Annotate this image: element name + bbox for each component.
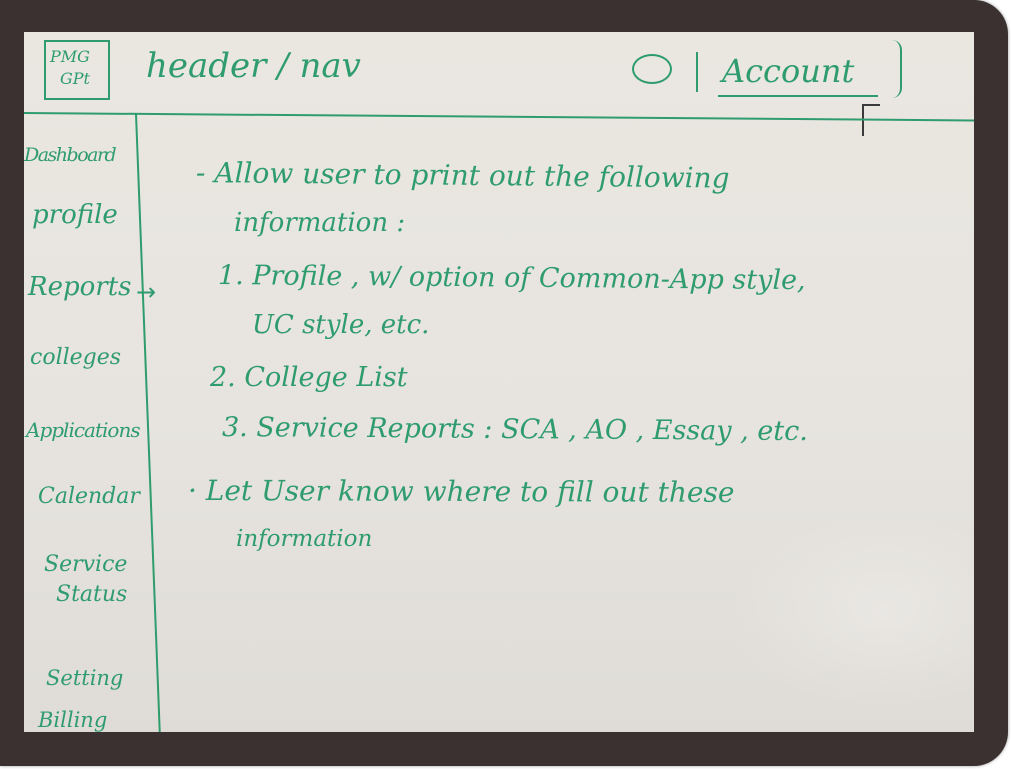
logo[interactable]: PMG GPt <box>44 40 110 100</box>
sidebar-item-colleges[interactable]: colleges <box>30 345 122 370</box>
sidebar-item-applications[interactable]: Applications <box>26 418 141 442</box>
header-separator <box>24 112 974 122</box>
account-bracket <box>890 40 902 98</box>
header-divider <box>696 52 698 92</box>
whiteboard: PMG GPt header / nav Account Dashboard p… <box>24 32 974 732</box>
circle-search-icon[interactable] <box>632 54 672 84</box>
note-line-8: information <box>236 526 373 552</box>
light-glare <box>724 512 974 712</box>
note-line-5: 2. College List <box>210 362 408 393</box>
note-line-7: · Let User know where to fill out these <box>187 474 735 509</box>
sidebar-item-profile[interactable]: profile <box>32 200 118 230</box>
account-underline <box>718 95 878 97</box>
active-arrow-icon: → <box>136 278 157 306</box>
logo-line-2: GPt <box>60 69 90 88</box>
note-line-3: 1. Profile , w/ option of Common-App sty… <box>217 260 806 297</box>
sidebar-item-status[interactable]: Status <box>56 582 128 607</box>
sidebar-item-billing[interactable]: Billing <box>38 708 108 732</box>
sidebar-item-dashboard[interactable]: Dashboard <box>24 144 117 166</box>
note-line-4: UC style, etc. <box>252 310 430 340</box>
note-line-2: information : <box>234 208 406 238</box>
sidebar-item-setting[interactable]: Setting <box>46 666 124 690</box>
logo-line-1: PMG <box>50 47 90 66</box>
sidebar-item-service[interactable]: Service <box>44 552 128 577</box>
header-nav-label: header / nav <box>146 46 361 86</box>
note-line-1: - Allow user to print out the following <box>195 156 730 195</box>
sidebar-item-reports[interactable]: Reports <box>28 272 132 302</box>
note-line-6: 3. Service Reports : SCA , AO , Essay , … <box>221 412 808 448</box>
sidebar-item-calendar[interactable]: Calendar <box>38 484 140 509</box>
account-button[interactable]: Account <box>722 52 855 90</box>
